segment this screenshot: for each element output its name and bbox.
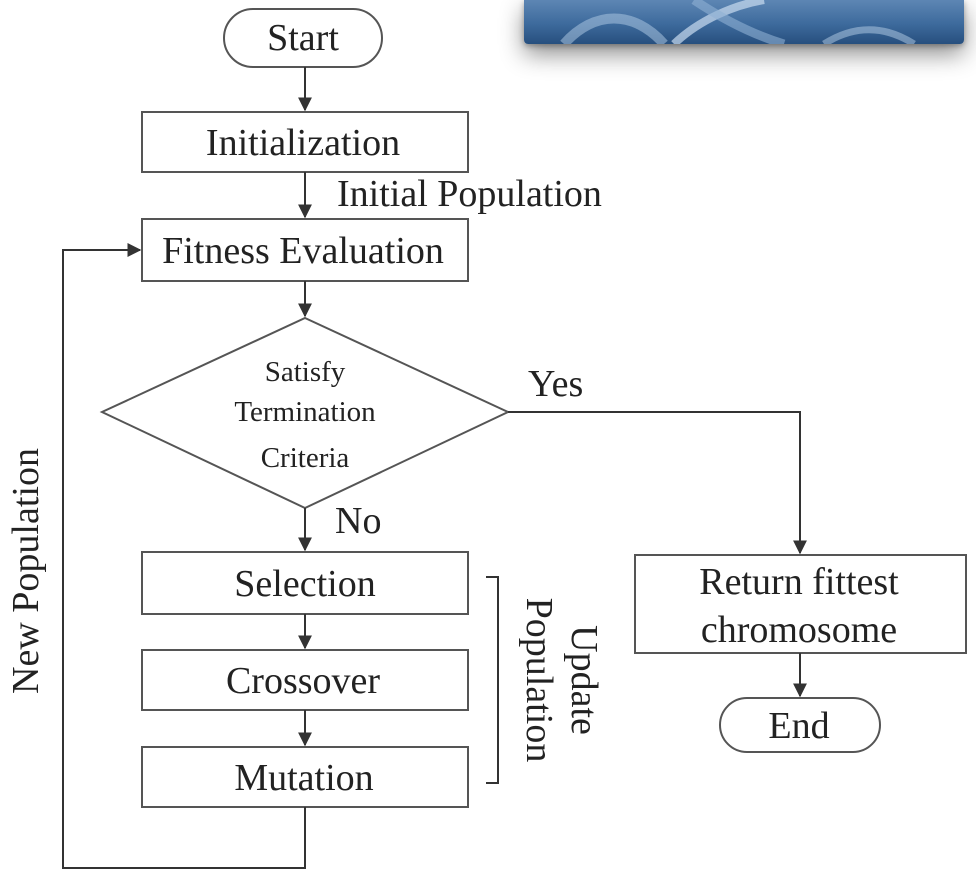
decision-label-line3: Criteria — [261, 442, 350, 474]
initial-population-label: Initial Population — [337, 173, 602, 215]
update-population-bracket — [486, 576, 499, 784]
crossover-box — [141, 649, 469, 711]
return-fittest-label-line2: chromosome — [701, 609, 897, 651]
decision-label-line2: Termination — [234, 396, 376, 428]
fitness-evaluation-label: Fitness Evaluation — [162, 230, 444, 272]
initialization-box — [141, 111, 469, 173]
arrow-new-population-loop — [62, 243, 306, 869]
new-population-label: New Population — [5, 448, 47, 694]
dna-helix-image — [524, 0, 964, 44]
no-label: No — [335, 500, 381, 542]
fitness-evaluation-box — [141, 218, 469, 282]
update-population-label-line2: Population — [518, 598, 560, 763]
start-label: Start — [267, 17, 339, 59]
update-population-label-line1: Update — [563, 625, 605, 735]
selection-label: Selection — [234, 563, 375, 605]
end-label: End — [768, 705, 829, 747]
arrow-decision-yes-to-return — [508, 411, 807, 555]
start-terminal — [223, 8, 383, 68]
crossover-label: Crossover — [226, 660, 380, 702]
end-terminal — [719, 697, 881, 753]
mutation-label: Mutation — [234, 757, 373, 799]
return-fittest-label-line1: Return fittest — [699, 561, 899, 603]
initialization-label: Initialization — [206, 122, 400, 164]
decision-label-line1: Satisfy — [265, 356, 346, 388]
yes-label: Yes — [528, 363, 583, 405]
selection-box — [141, 551, 469, 615]
